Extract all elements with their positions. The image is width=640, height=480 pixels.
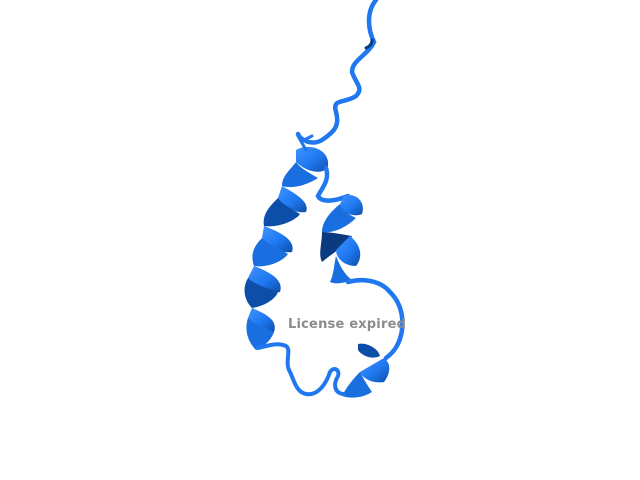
coil-connector-right xyxy=(345,277,405,361)
coil-connector-bottom xyxy=(256,342,346,397)
helix-left xyxy=(244,146,329,350)
coil-n-terminal xyxy=(295,0,379,145)
helix-bottom-turn xyxy=(342,343,390,398)
helix-right xyxy=(320,195,363,284)
coil-n-terminal-shade xyxy=(364,38,374,50)
coil-terminal-tip xyxy=(296,134,314,152)
coil-connector-top xyxy=(315,165,351,203)
license-watermark: License expired xyxy=(288,317,407,332)
